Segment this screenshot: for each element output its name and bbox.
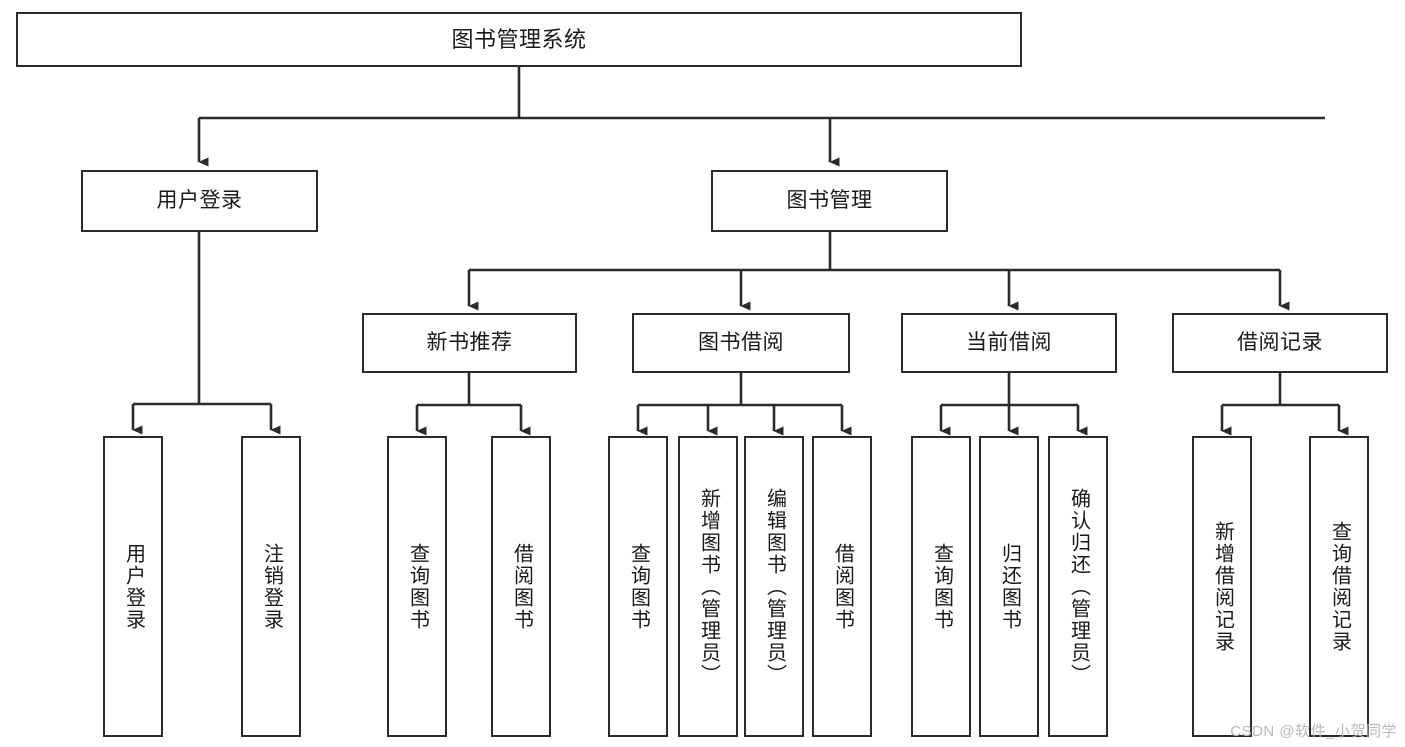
node-label: 新增借阅记录 [1211,520,1234,653]
leaf-add-borrow-record[interactable]: 新增借阅记录 [1192,436,1252,737]
node-label: 查询图书 [930,542,953,631]
leaf-edit-book-admin[interactable]: 编辑图书（管理员） [744,436,804,737]
node-label: 当前借阅 [966,330,1052,354]
node-label: 借阅图书 [510,542,533,631]
node-label: 用户登录 [156,188,243,212]
node-label: 编辑图书（管理员） [763,487,786,686]
node-label: 新书推荐 [426,330,513,354]
leaf-user-login[interactable]: 用户登录 [103,436,163,737]
node-label: 归还图书 [998,542,1021,631]
node-new-book-recommendation[interactable]: 新书推荐 [362,313,577,373]
node-borrow-record[interactable]: 借阅记录 [1172,313,1388,373]
node-label: 确认归还（管理员） [1067,487,1090,686]
node-label: 借阅记录 [1237,330,1323,354]
leaf-query-book-recommend[interactable]: 查询图书 [387,436,447,737]
leaf-return-book[interactable]: 归还图书 [979,436,1039,737]
node-label: 用户登录 [122,542,145,631]
node-label: 新增图书（管理员） [697,487,720,686]
leaf-confirm-return-admin[interactable]: 确认归还（管理员） [1048,436,1108,737]
leaf-logout[interactable]: 注销登录 [241,436,301,737]
node-label: 图书借阅 [698,330,784,354]
node-root-system[interactable]: 图书管理系统 [16,12,1022,67]
leaf-borrow-book[interactable]: 借阅图书 [812,436,872,737]
watermark: CSDN @软件_小贺同学 [1230,723,1397,740]
node-book-borrow[interactable]: 图书借阅 [632,313,850,373]
node-label: 借阅图书 [831,542,854,631]
node-book-management[interactable]: 图书管理 [711,170,948,232]
leaf-query-book-borrow[interactable]: 查询图书 [608,436,668,737]
node-label: 图书管理 [786,188,873,212]
leaf-query-book-current[interactable]: 查询图书 [911,436,971,737]
node-label: 图书管理系统 [451,26,587,52]
node-label: 查询借阅记录 [1328,520,1351,653]
node-current-borrow[interactable]: 当前借阅 [901,313,1117,373]
leaf-add-book-admin[interactable]: 新增图书（管理员） [678,436,738,737]
leaf-query-borrow-record[interactable]: 查询借阅记录 [1309,436,1369,737]
node-label: 查询图书 [627,542,650,631]
leaf-borrow-book-recommend[interactable]: 借阅图书 [491,436,551,737]
node-user-login[interactable]: 用户登录 [81,170,318,232]
node-label: 查询图书 [406,542,429,631]
node-label: 注销登录 [260,542,283,631]
